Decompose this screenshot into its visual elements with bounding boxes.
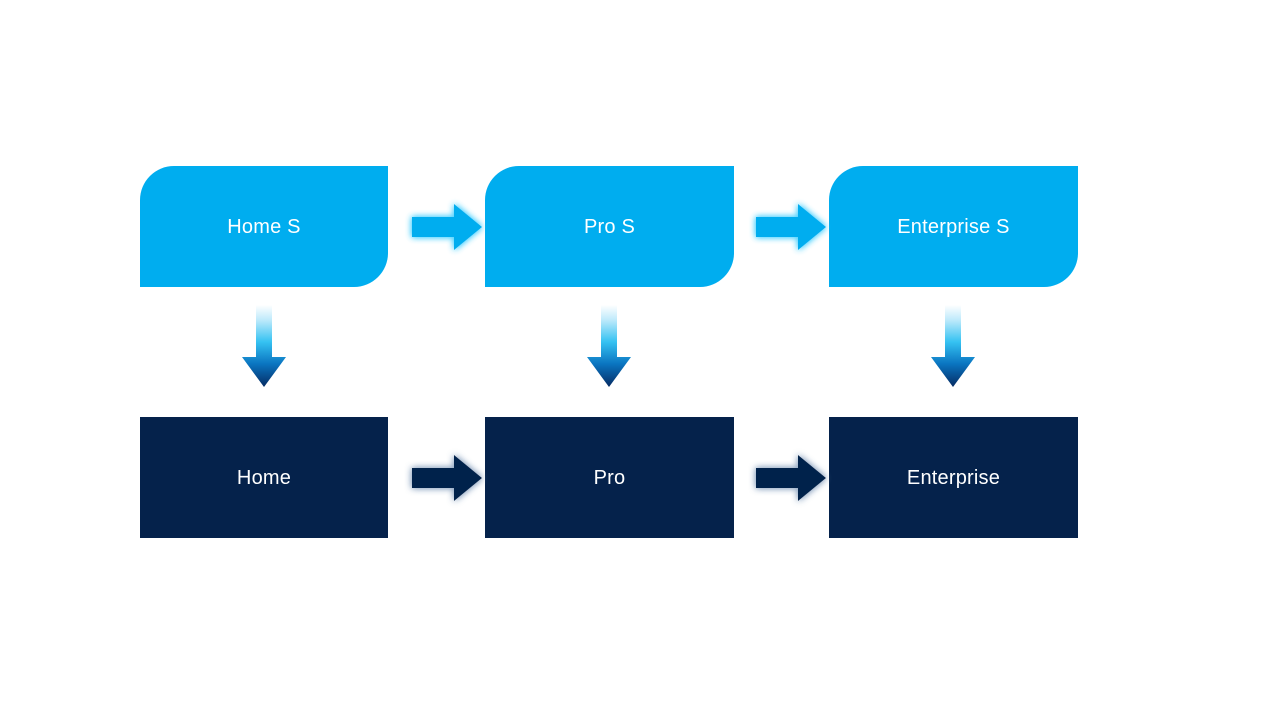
- node-label: Enterprise: [906, 466, 1001, 489]
- node-enterprise[interactable]: Enterprise: [829, 417, 1078, 538]
- right-arrow-icon-pro-s-to-enterprise-s: [756, 204, 826, 250]
- right-arrow-icon-home-s-to-pro-s: [412, 204, 482, 250]
- node-home-s[interactable]: Home S: [140, 166, 388, 287]
- down-arrow-icon-pro-s-to-pro: [587, 305, 631, 387]
- down-arrow-icon-enterprise-s-to-enterprise: [931, 305, 975, 387]
- node-pro-s[interactable]: Pro S: [485, 166, 734, 287]
- node-label: Home: [236, 466, 292, 489]
- node-label: Pro: [593, 466, 626, 489]
- node-label: Pro S: [583, 215, 636, 238]
- node-pro[interactable]: Pro: [485, 417, 734, 538]
- node-label: Home S: [227, 215, 301, 238]
- node-enterprise-s[interactable]: Enterprise S: [829, 166, 1078, 287]
- right-arrow-icon-pro-to-enterprise: [756, 455, 826, 501]
- down-arrow-icon-home-s-to-home: [242, 305, 286, 387]
- node-label: Enterprise S: [897, 215, 1010, 238]
- node-home[interactable]: Home: [140, 417, 388, 538]
- right-arrow-icon-home-to-pro: [412, 455, 482, 501]
